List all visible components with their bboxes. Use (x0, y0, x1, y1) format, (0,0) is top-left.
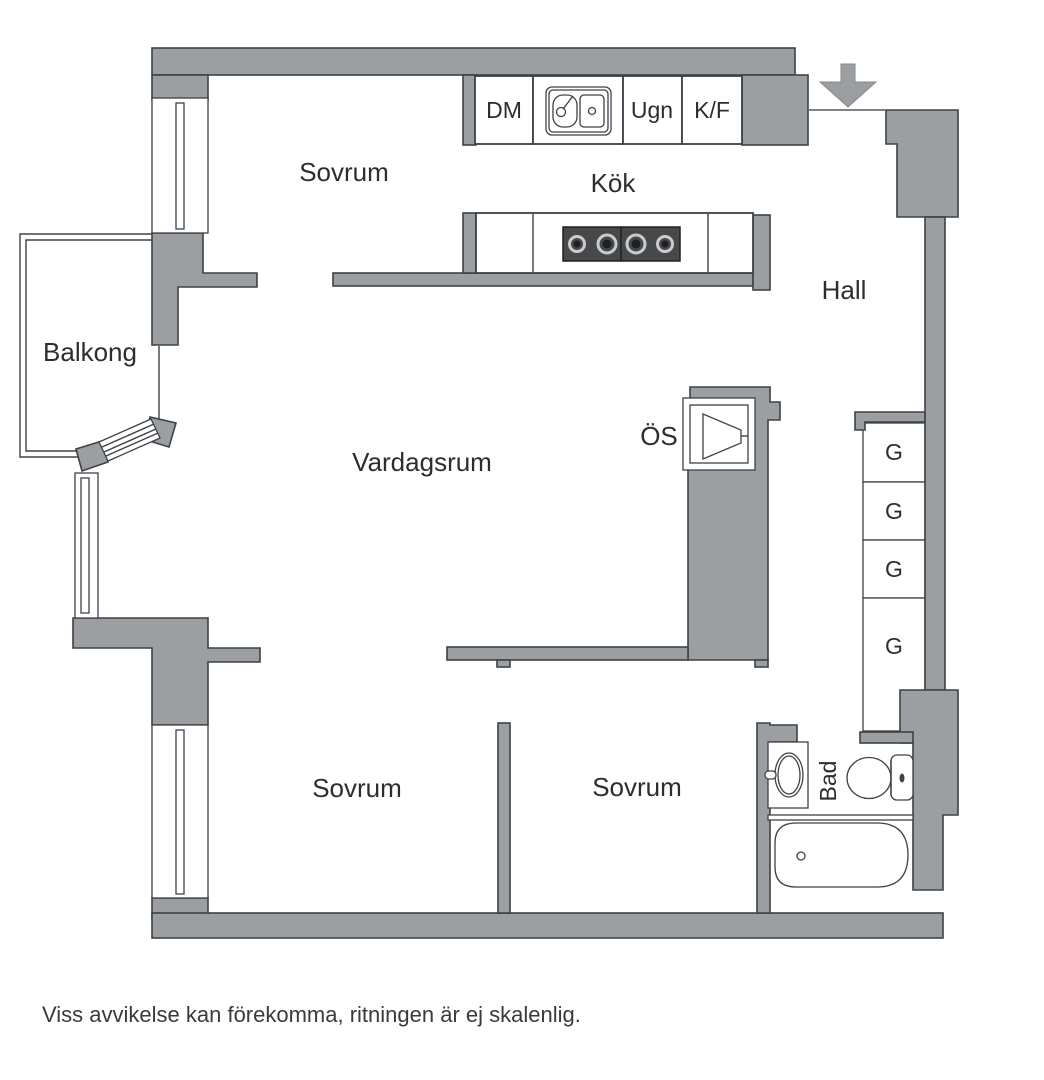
bathroom (764, 741, 914, 888)
window-bedroom-bottom-sash (175, 729, 185, 895)
wall-under-kitchen-island (332, 272, 754, 287)
kitchen-island (475, 212, 754, 274)
window-livingroom-left-sash (80, 477, 90, 614)
wall-right-top-block (885, 109, 959, 218)
label-oven: Ugn (631, 97, 673, 123)
closets (862, 422, 926, 732)
balcony (19, 233, 178, 473)
wall-tab-right (754, 659, 769, 668)
wall-bottom (151, 912, 944, 939)
label-kitchen: Kök (591, 168, 637, 198)
wall-right-corridor (924, 216, 946, 691)
wall-kitchen-island-left (462, 212, 477, 274)
fridge-freezer-box (681, 75, 743, 145)
label-bedroom-bottom-right: Sovrum (592, 772, 682, 802)
bathroom-sink-basin-inner (777, 755, 801, 795)
label-living-room: Vardagsrum (352, 447, 492, 477)
wall-bedroom-divider (497, 722, 511, 914)
wall-left-mid-block (72, 617, 261, 726)
sink-icon (545, 86, 612, 136)
balcony-door-line-3 (105, 432, 159, 457)
label-bedroom-top: Sovrum (299, 157, 389, 187)
wall-closet-top (854, 411, 926, 431)
wall-right-of-fridge (741, 74, 809, 146)
wall-bedroomtop-kitchen-divider (462, 74, 477, 146)
balcony-inner-rail (25, 239, 152, 452)
fireplace-icon (682, 397, 756, 471)
toilet-icon (846, 754, 914, 801)
oven-box (622, 75, 683, 145)
label-closet-2: G (885, 498, 903, 524)
label-fridge-freezer: K/F (694, 97, 730, 123)
wall-top (151, 47, 796, 76)
stove-icon (562, 226, 681, 262)
wall-livingroom-bottom (446, 646, 689, 661)
balcony-door-line-1 (101, 423, 155, 448)
wall-tab-left (496, 659, 511, 668)
label-dishwasher: DM (486, 97, 522, 123)
entrance-arrow-icon (818, 63, 878, 108)
bathtub-icon (774, 822, 909, 888)
label-closet-3: G (885, 556, 903, 582)
bathroom-partition (767, 814, 914, 821)
wall-left-upper (151, 74, 209, 101)
dishwasher-box (474, 75, 534, 145)
label-closet-4: G (885, 633, 903, 659)
window-bedroom-top-sash (175, 102, 185, 230)
label-bathroom: Bad (815, 761, 841, 802)
bathroom-sink-faucet (764, 770, 777, 780)
label-closet-1: G (885, 439, 903, 465)
wall-bathroom-top (859, 731, 914, 744)
balcony-door-line-2 (103, 428, 157, 453)
labels: Sovrum Kök Hall Balkong Vardagsrum ÖS So… (42, 97, 903, 1027)
label-hall: Hall (822, 275, 867, 305)
windows (74, 97, 209, 899)
kitchen-counter-top (474, 75, 743, 145)
label-fireplace: ÖS (640, 421, 678, 451)
disclaimer-caption: Viss avvikelse kan förekomma, ritningen … (42, 1002, 581, 1027)
balcony-outer-rail (19, 233, 152, 458)
wall-kitchen-counter-right (752, 214, 771, 291)
wall-left-balcony-corner (151, 232, 258, 346)
label-balcony: Balkong (43, 337, 137, 367)
balcony-door-jamb-lower (75, 439, 109, 473)
label-bedroom-bottom-left: Sovrum (312, 773, 402, 803)
